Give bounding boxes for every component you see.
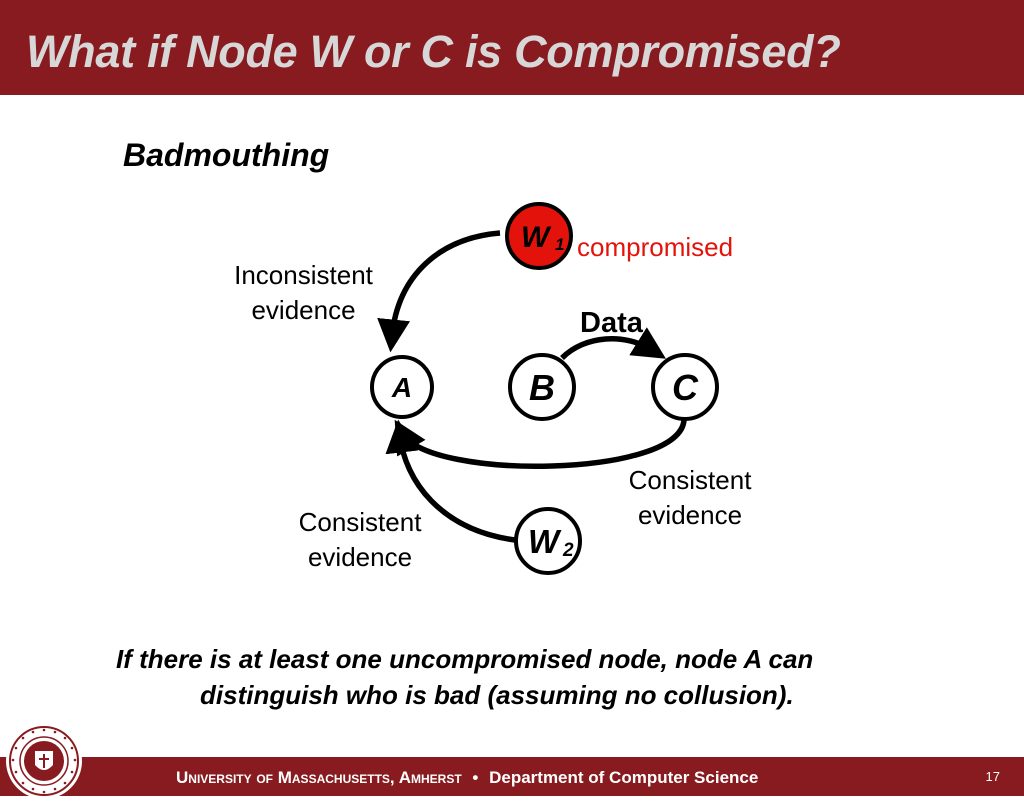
slide-title: What if Node W or C is Compromised? bbox=[26, 26, 841, 77]
edge-w1-to-a bbox=[377, 230, 501, 353]
university-seal-logo bbox=[6, 723, 82, 799]
node-w1-subscript: 1 bbox=[555, 235, 564, 254]
node-b-letter: B bbox=[529, 367, 555, 408]
node-w1: W 1 bbox=[505, 202, 573, 270]
node-c: C bbox=[651, 353, 719, 421]
node-w2: W 2 bbox=[514, 507, 582, 575]
conclusion-line2: distinguish who is bad (assuming no coll… bbox=[200, 680, 794, 710]
label-consistent-evidence-w2: Consistent evidence bbox=[282, 505, 438, 575]
label-inconsistent-line1: Inconsistent bbox=[234, 260, 373, 290]
label-consistent-c-line2: evidence bbox=[637, 500, 743, 530]
compromised-label: compromised bbox=[577, 232, 734, 262]
conclusion-text: If there is at least one uncompromised n… bbox=[116, 641, 976, 713]
label-inconsistent-evidence: Inconsistent evidence bbox=[216, 258, 391, 328]
edge-b-to-c bbox=[560, 327, 666, 361]
footer-affiliation: University of Massachusetts, Amherst • D… bbox=[176, 768, 758, 788]
node-a: A bbox=[370, 355, 434, 419]
page-number: 17 bbox=[985, 769, 1000, 784]
node-c-letter: C bbox=[672, 367, 699, 408]
footer-department: Department of Computer Science bbox=[489, 768, 759, 787]
node-b: B bbox=[508, 353, 576, 421]
node-w1-letter: W bbox=[521, 221, 552, 254]
conclusion-line1: If there is at least one uncompromised n… bbox=[116, 644, 814, 674]
label-consistent-evidence-c: Consistent evidence bbox=[612, 463, 768, 533]
slide-subtitle: Badmouthing bbox=[123, 137, 330, 173]
data-label: Data bbox=[580, 307, 643, 339]
node-w2-letter: W bbox=[528, 523, 562, 560]
edge-w2-to-a bbox=[385, 419, 516, 543]
label-inconsistent-line2: evidence bbox=[251, 295, 356, 325]
footer-bar bbox=[0, 757, 1024, 796]
node-w2-subscript: 2 bbox=[562, 540, 574, 561]
footer-university: University of Massachusetts, Amherst bbox=[176, 768, 462, 787]
footer-separator: • bbox=[472, 768, 479, 787]
edge-c-to-a bbox=[394, 419, 687, 469]
label-consistent-c-line1: Consistent bbox=[628, 465, 752, 495]
label-consistent-w2-line1: Consistent bbox=[298, 507, 422, 537]
label-consistent-w2-line2: evidence bbox=[307, 542, 413, 572]
node-a-letter: A bbox=[391, 372, 412, 403]
title-bar bbox=[0, 0, 1024, 95]
